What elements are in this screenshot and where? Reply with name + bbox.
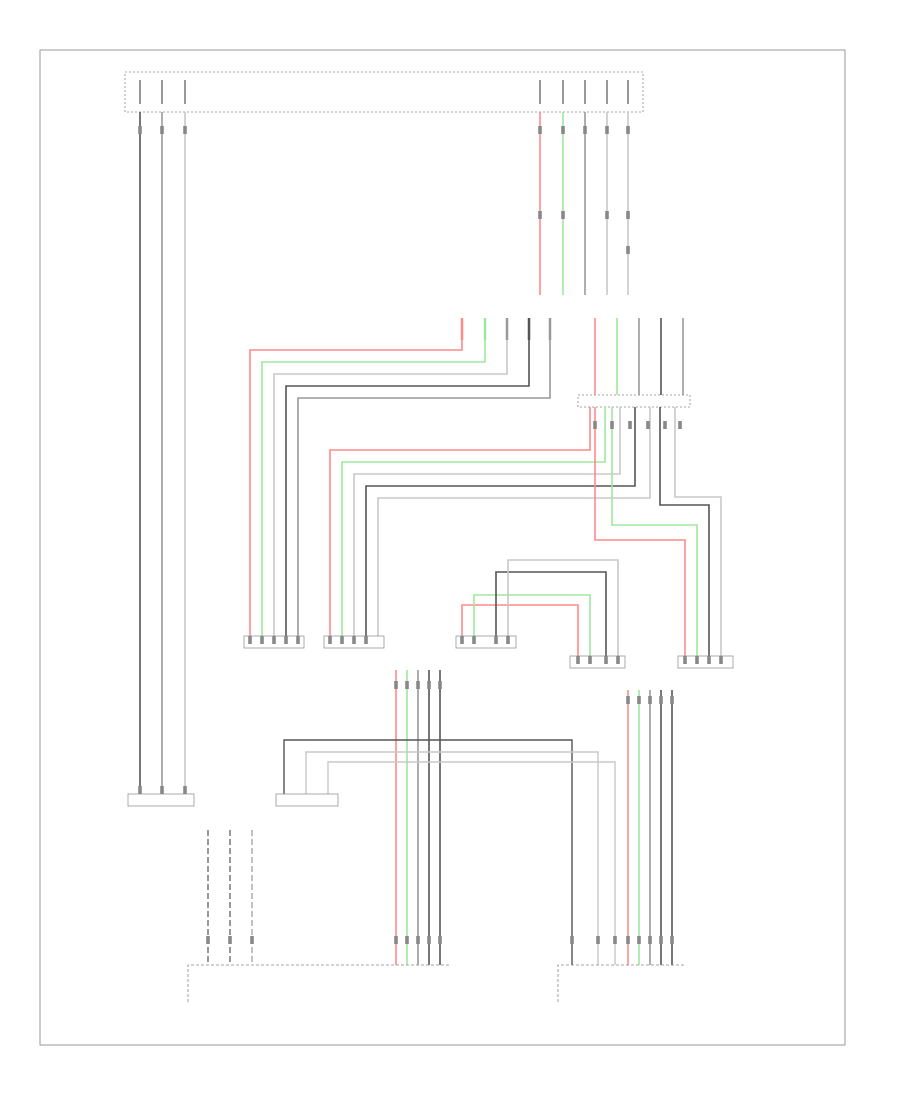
pin-mark [472,636,476,644]
diagram-frame [39,49,846,1046]
pin-mark [561,126,565,134]
pin-mark [206,936,210,944]
pin-mark [394,681,398,689]
pin-mark [427,681,431,689]
pin-mark [570,936,574,944]
pin-mark [659,936,663,944]
pin-mark [405,681,409,689]
pin-mark [416,936,420,944]
pin-mark [628,421,632,429]
pin-mark [352,636,356,644]
wires-to-mid-conn-5 [594,407,722,660]
pin-mark [695,656,699,664]
pin-mark [460,636,464,644]
wires-center-vertical-bundle [395,670,441,965]
pin-mark [296,636,300,644]
pin-mark [637,696,641,704]
pin-mark [561,211,565,219]
pin-mark [626,126,630,134]
pin-mark [659,696,663,704]
pin-mark [160,786,164,794]
pin-mark [626,936,630,944]
pin-mark [583,126,587,134]
pin-mark [506,636,510,644]
pin-mark [616,656,620,664]
pin-mark [626,246,630,254]
pin-mark [648,936,652,944]
pin-mark [538,211,542,219]
top-connector [124,71,644,113]
pin-mark [427,936,431,944]
pin-mark [284,636,288,644]
pin-mark [438,681,442,689]
pin-mark [593,421,597,429]
pin-mark [438,936,442,944]
wire-bundle-top-right [539,112,629,295]
pin-mark [605,126,609,134]
pin-mark [405,936,409,944]
pin-mark [260,636,264,644]
lower-left-splice [127,793,195,807]
wires-bottom-left-unit [207,830,253,965]
wires-to-mid-conn-2 [329,407,651,640]
pin-mark [588,656,592,664]
pin-mark [538,126,542,134]
pin-mark [670,936,674,944]
pin-mark [626,696,630,704]
pin-mark [610,421,614,429]
wires-to-mid-conn-3-4 [461,559,619,660]
lower-center-splice [275,793,339,807]
pin-mark [248,636,252,644]
pin-mark [576,656,580,664]
pin-mark [160,126,164,134]
pin-mark [494,636,498,644]
pin-mark [605,211,609,219]
pin-mark [626,211,630,219]
pin-mark [138,786,142,794]
pin-mark [328,636,332,644]
pin-mark [228,936,232,944]
pin-mark [670,696,674,704]
pin-mark [648,696,652,704]
pin-mark [250,936,254,944]
pin-mark [637,936,641,944]
pin-mark [340,636,344,644]
pin-mark [138,126,142,134]
wire-bundle-left-trunk [139,112,186,800]
pin-mark [364,636,368,644]
pin-mark [678,421,682,429]
pin-mark [416,681,420,689]
pin-mark [596,936,600,944]
mid-connectors [243,635,734,669]
pin-mark [683,656,687,664]
pin-mark [663,421,667,429]
pin-mark [613,936,617,944]
wires-right-vertical-bundle [627,690,673,965]
pin-mark [183,786,187,794]
pin-marks [138,126,723,944]
pin-mark [604,656,608,664]
pin-mark [272,636,276,644]
pin-mark [719,656,723,664]
wires-to-mid-conn-1 [249,340,551,640]
wires-lower-center-splice [283,739,616,965]
pin-mark [394,936,398,944]
bottom-right-unit [557,964,685,1002]
pin-mark [707,656,711,664]
pin-mark [183,126,187,134]
pin-mark [646,421,650,429]
center-left-splice [460,318,552,340]
center-junction-connector [577,318,691,408]
bottom-left-unit [187,964,450,1002]
